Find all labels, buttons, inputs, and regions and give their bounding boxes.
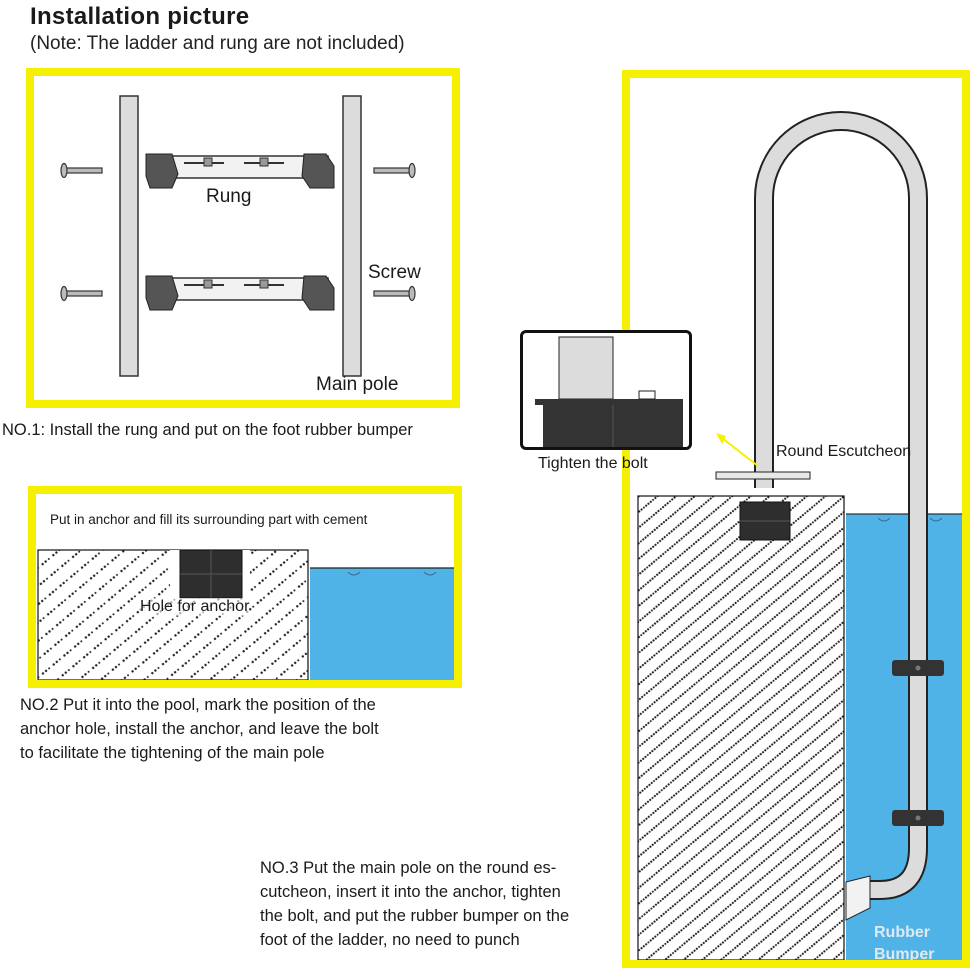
screw-icon xyxy=(60,162,416,302)
rung-icon xyxy=(145,153,335,189)
round-escutcheon-label: Round Escutcheon xyxy=(776,443,912,460)
tighten-bolt-label: Tighten the bolt xyxy=(538,455,648,472)
step-3-caption-line: cutcheon, insert it into the anchor, tig… xyxy=(260,883,561,901)
bumper-label: Bumper xyxy=(874,946,935,963)
step-2-caption: NO.2 Put it into the pool, mark the posi… xyxy=(20,693,379,765)
tighten-bolt-inset xyxy=(520,330,692,450)
panel-2-frame: Put in anchor and fill its surrounding p… xyxy=(28,486,462,688)
step-3-caption-line: the bolt, and put the rubber bumper on t… xyxy=(260,907,570,925)
main-pole-label: Main pole xyxy=(316,374,399,395)
step-3-caption: NO.3 Put the main pole on the round es- … xyxy=(260,856,569,952)
anchor-cross-section xyxy=(37,549,454,680)
step-3-caption-line: NO.3 Put the main pole on the round es- xyxy=(260,859,557,877)
step-2-caption-line: to facilitate the tightening of the main… xyxy=(20,744,325,762)
ladder-assembly-illustration xyxy=(60,95,416,377)
hole-for-anchor-label: Hole for anchor xyxy=(140,598,250,616)
panel-2-heading: Put in anchor and fill its surrounding p… xyxy=(50,512,368,527)
panel-3-frame: Round Escutcheon Rubber Bumper xyxy=(622,70,970,968)
page-note: (Note: The ladder and rung are not inclu… xyxy=(30,33,405,54)
rubber-label: Rubber xyxy=(874,924,930,941)
screw-label: Screw xyxy=(368,262,421,283)
rung-label: Rung xyxy=(206,186,252,207)
ladder-installed-illustration xyxy=(637,111,962,960)
page-title: Installation picture xyxy=(30,3,250,30)
step-3-caption-line: foot of the ladder, no need to punch xyxy=(260,931,520,949)
step-1-caption: NO.1: Install the rung and put on the fo… xyxy=(2,421,413,439)
bolt-detail-icon xyxy=(535,336,683,447)
panel-1-frame: Rung Screw Main pole xyxy=(26,68,460,408)
step-2-caption-line: NO.2 Put it into the pool, mark the posi… xyxy=(20,696,376,714)
step-2-caption-line: anchor hole, install the anchor, and lea… xyxy=(20,720,379,738)
rung-icon xyxy=(145,275,335,311)
